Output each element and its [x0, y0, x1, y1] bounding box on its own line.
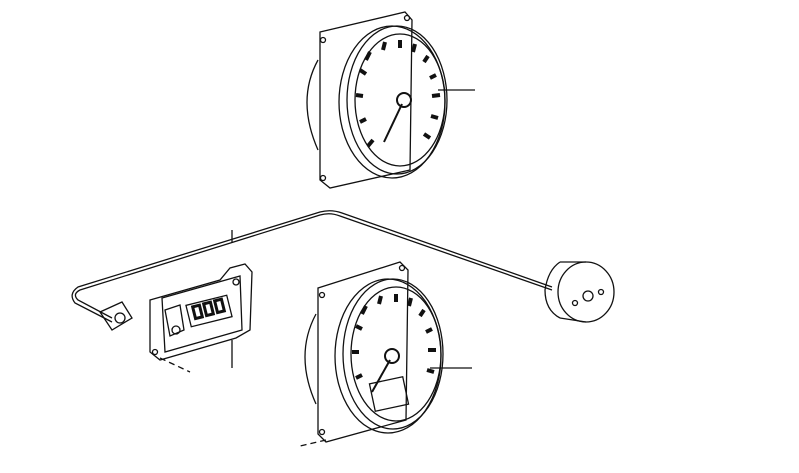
cable-4	[71, 210, 553, 331]
gauge-1-tick-marks	[355, 40, 441, 148]
instrument-gauge-1	[306, 11, 475, 189]
gauge-2-tick-marks	[352, 294, 436, 380]
clock-unit	[544, 261, 615, 323]
instrument-gauge-2	[299, 261, 472, 447]
digital-module-3	[149, 263, 253, 373]
